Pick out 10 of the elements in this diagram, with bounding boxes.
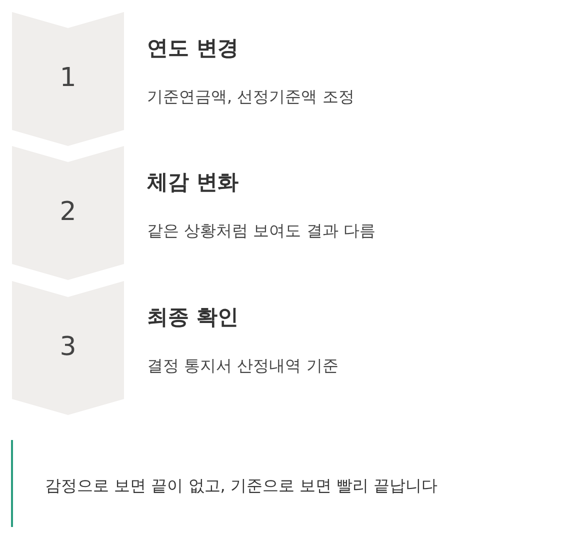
step-description: 같은 상황처럼 보여도 결과 다름 xyxy=(147,221,376,242)
step-heading: 연도 변경 xyxy=(147,35,238,62)
step-description: 결정 통지서 산정내역 기준 xyxy=(147,356,338,377)
step-heading: 최종 확인 xyxy=(147,304,238,331)
step-heading: 체감 변화 xyxy=(147,169,238,196)
step-description: 기준연금액, 선정기준액 조정 xyxy=(147,87,354,108)
step-number: 3 xyxy=(58,331,78,363)
step-number: 2 xyxy=(58,196,78,228)
step-number: 1 xyxy=(58,62,78,94)
note-text: 감정으로 보면 끝이 없고, 기준으로 보면 빨리 끝납니다 xyxy=(45,476,438,497)
